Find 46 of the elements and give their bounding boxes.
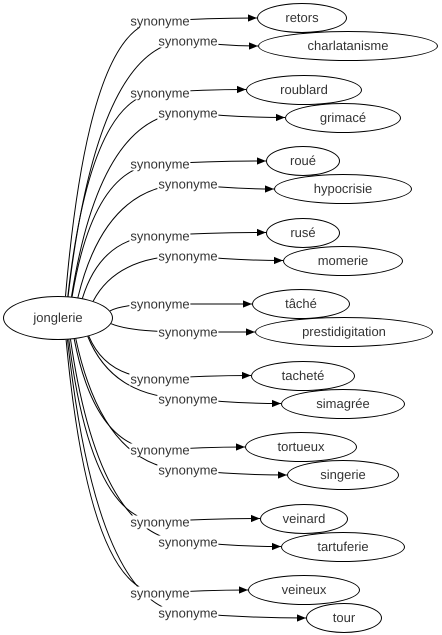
node-label: roué — [290, 154, 316, 168]
edge-label: synonyme — [129, 515, 191, 528]
ellipse-node — [258, 31, 438, 61]
node-label: momerie — [318, 254, 368, 268]
ellipse-node — [266, 218, 340, 248]
ellipse-node — [281, 388, 405, 418]
node-label: rusé — [290, 226, 316, 240]
node-label: grimacé — [320, 110, 366, 124]
node-label: tacheté — [282, 368, 324, 382]
edge-label: synonyme — [157, 606, 219, 620]
ellipse-node — [306, 603, 382, 633]
node-label: singerie — [320, 468, 366, 482]
node-label: hypocrisie — [314, 182, 372, 196]
ellipse-node — [252, 289, 350, 319]
ellipse-node — [287, 460, 399, 490]
edge-label: synonyme — [129, 586, 191, 600]
node-label: jonglerie — [33, 311, 83, 325]
ellipse-node — [3, 296, 113, 340]
node-label: simagrée — [316, 396, 370, 410]
ellipse-node — [260, 504, 348, 534]
ellipse-node — [245, 432, 357, 462]
edge-label: synonyme — [129, 444, 191, 456]
ellipse-node — [285, 102, 401, 132]
ellipse-node — [283, 246, 403, 276]
ellipse-node — [246, 74, 362, 104]
node-label: retors — [285, 11, 319, 25]
ellipse-node — [248, 575, 360, 605]
ellipse-node — [281, 532, 405, 562]
ellipse-node — [255, 317, 433, 347]
ellipse-node — [266, 146, 340, 176]
edge-label: synonyme — [129, 372, 191, 385]
node-label: prestidigitation — [302, 325, 386, 339]
ellipse-node — [274, 174, 412, 204]
node-label: veinard — [282, 512, 326, 526]
ellipse-node — [257, 3, 347, 33]
node-label: tortueux — [278, 440, 324, 454]
node-label: tour — [332, 611, 356, 625]
ellipse-node — [251, 360, 355, 390]
node-label: charlatanisme — [308, 39, 388, 53]
edge-label: synonyme — [157, 535, 219, 548]
node-label: roublard — [280, 82, 328, 96]
node-label: tartuferie — [317, 540, 369, 554]
edge-label: synonyme — [157, 464, 219, 476]
node-label: tâché — [285, 297, 317, 311]
edge-label: synonyme — [157, 392, 219, 405]
node-label: veineux — [282, 583, 326, 597]
